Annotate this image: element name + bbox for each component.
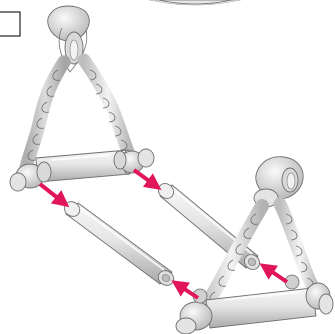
insert-arrow-icon (132, 168, 162, 190)
right-frame-right-socket (284, 274, 300, 290)
loose-tube-left (63, 201, 175, 286)
left-frame-left-knot (9, 161, 52, 192)
insert-arrow-icon (259, 263, 289, 284)
left-rope-frame (9, 5, 155, 192)
right-frame-right-knot (305, 282, 334, 315)
cropped-top-part (149, 0, 241, 6)
left-frame-right-knot (113, 148, 155, 174)
right-rope-frame (175, 156, 334, 334)
insert-arrow-icon (38, 182, 70, 208)
right-frame-left-knot (175, 301, 213, 334)
insert-arrow-icon (171, 280, 200, 300)
right-frame-tube (205, 287, 317, 329)
step-number-box (0, 11, 21, 37)
insert-arrows (38, 168, 289, 300)
